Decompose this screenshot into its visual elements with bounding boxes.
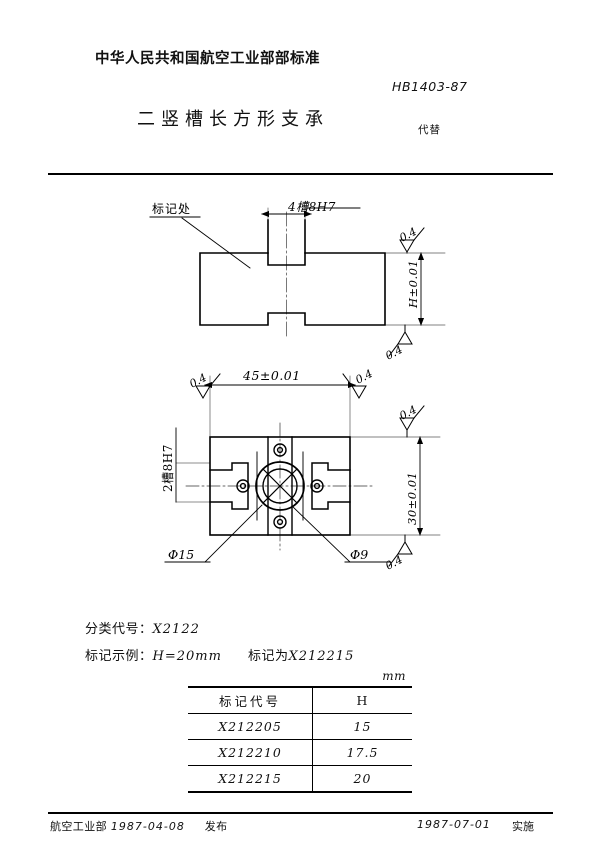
front-finish-bottom: 0.4 — [383, 343, 405, 363]
front-slot-dimension: 4槽8H7 — [287, 200, 336, 214]
header-divider — [48, 173, 553, 175]
table-row: X212215 20 — [188, 765, 412, 793]
footer-issue-date: 1987-04-08 — [110, 820, 185, 833]
spec-table-wrapper: mm 标记代号 H X212205 15 X212210 17.5 X21221… — [188, 669, 412, 793]
page-title: 中华人民共和国航空工业部部标准 — [95, 51, 320, 67]
plan-depth-dimension: 30±0.01 — [405, 472, 419, 525]
classification-value: X2122 — [152, 622, 200, 637]
front-view-outline — [199, 252, 386, 326]
front-height-dimension: H±0.01 — [406, 260, 420, 309]
table-header-row: 标记代号 H — [188, 687, 412, 714]
footer-effective-word: 实施 — [512, 820, 534, 833]
plan-left-slot — [209, 462, 249, 510]
plan-finish-top-right: 0.4 — [353, 367, 375, 387]
marking-as-label: 标记为 — [247, 649, 289, 664]
table-cell-h: 20 — [312, 765, 412, 793]
table-cell-h: 15 — [312, 713, 412, 740]
plan-slot-label: 2槽8H7 — [161, 444, 175, 492]
marking-as-value: X212215 — [288, 649, 355, 664]
replaces-label: 代替 — [418, 124, 441, 136]
marking-example-value: H=20mm — [152, 649, 222, 664]
footer-effective-date: 1987-07-01 — [417, 818, 491, 831]
technical-drawing: 标记处 4槽8H7 H±0.01 0.4 0.4 45±0.01 30±0.01… — [149, 200, 446, 573]
footer-issuer: 航空工业部 — [50, 820, 107, 833]
classification-note: 分类代号：X2122 — [85, 618, 200, 637]
table-cell-code: X212215 — [188, 765, 313, 793]
table-header-h: H — [312, 687, 412, 714]
hole-small-callout: Φ9 — [350, 547, 368, 562]
hole-large-callout: Φ15 — [168, 547, 194, 562]
plan-finish-bottom-right: 0.4 — [383, 553, 405, 573]
mark-location-label: 标记处 — [152, 202, 191, 216]
spec-table: 标记代号 H X212205 15 X212210 17.5 X212215 2… — [188, 686, 412, 793]
footer-publish-word: 发布 — [204, 820, 228, 833]
plan-width-dimension: 45±0.01 — [242, 368, 301, 383]
table-cell-code: X212210 — [188, 739, 313, 766]
table-row: X212205 15 — [188, 713, 412, 740]
table-header-code: 标记代号 — [188, 687, 313, 714]
footer-left: 航空工业部 1987-04-08 发布 — [50, 818, 228, 834]
table-row: X212210 17.5 — [188, 739, 412, 766]
classification-label: 分类代号： — [85, 622, 153, 637]
marking-example-note: 标记示例：H=20mm 标记为X212215 — [85, 645, 354, 664]
table-cell-code: X212205 — [188, 713, 313, 740]
table-cell-h: 17.5 — [312, 739, 412, 766]
footer-divider — [48, 812, 553, 814]
plan-finish-left: 0.4 — [187, 371, 209, 391]
standard-number: HB1403-87 — [392, 79, 468, 94]
part-title: 二竖槽长方形支承 — [137, 109, 329, 130]
marking-example-label: 标记示例： — [85, 649, 153, 664]
table-unit-label: mm — [382, 669, 406, 683]
